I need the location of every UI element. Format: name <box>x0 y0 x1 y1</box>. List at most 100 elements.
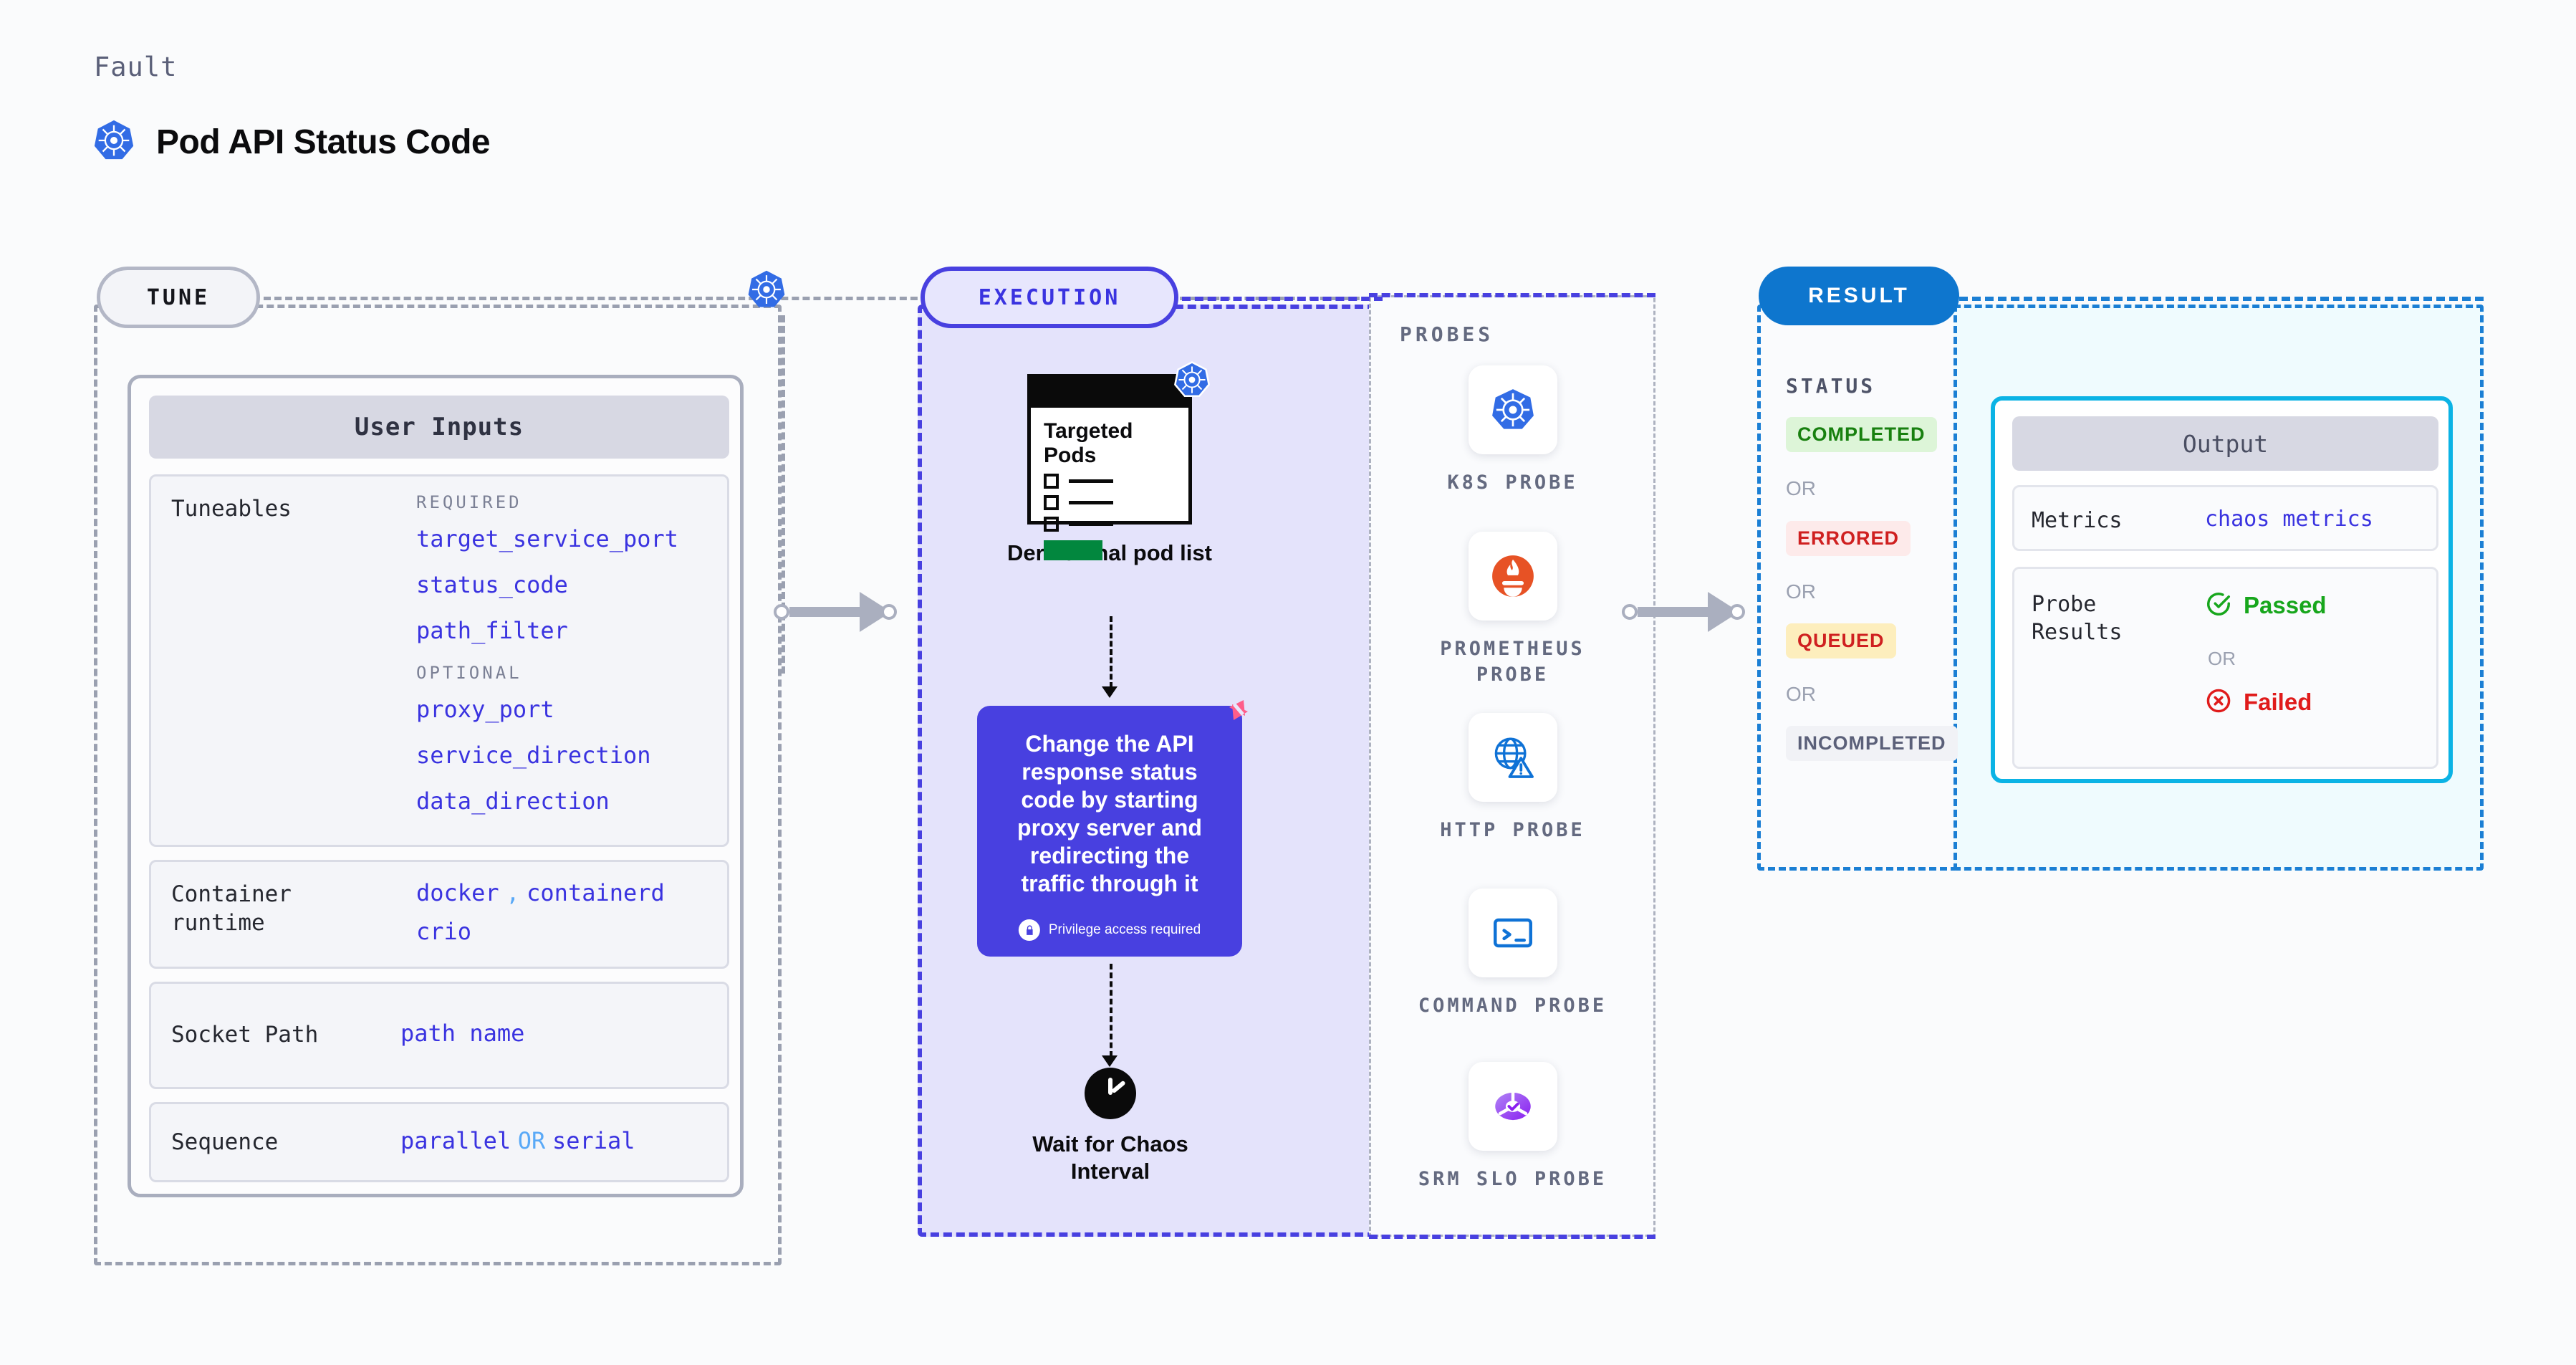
check-circle-icon <box>2205 590 2232 621</box>
user-inputs-title: User Inputs <box>149 396 729 459</box>
connector-execution-to-result <box>1622 592 1772 632</box>
connector-end-dot <box>881 604 897 620</box>
probe-label: K8S PROBE <box>1447 471 1578 494</box>
result-top-dashed-line <box>1959 297 2484 301</box>
probe-item-http[interactable]: HTTP PROBE <box>1418 713 1607 843</box>
clock-icon <box>1085 1068 1136 1119</box>
probes-top-dashed-line <box>1369 293 1655 297</box>
status-section-label: STATUS <box>1786 374 1876 398</box>
targeted-pods-block: Targeted Pods Derive final pod list <box>1007 361 1212 566</box>
probe-item-k8s[interactable]: K8S PROBE <box>1418 365 1607 496</box>
optional-heading: OPTIONAL <box>416 663 522 683</box>
status-or-2: OR <box>1786 580 1816 603</box>
probe-result-passed: Passed <box>2205 590 2327 621</box>
probe-item-prometheus[interactable]: PROMETHEUS PROBE <box>1418 532 1607 687</box>
pod-list-item <box>1044 474 1188 489</box>
connector-end-dot <box>1729 604 1745 620</box>
container-runtime-label: Container runtime <box>171 881 292 936</box>
output-title: Output <box>2012 416 2438 471</box>
probes-section-label: PROBES <box>1400 322 1494 346</box>
result-pill-label: RESULT <box>1759 267 1959 325</box>
srm-slo-icon <box>1468 1062 1557 1151</box>
tuneables-label: Tuneables <box>171 496 292 522</box>
harness-logo-icon <box>1216 693 1258 738</box>
kubernetes-icon <box>1173 360 1211 402</box>
card-title-bar <box>1031 378 1188 408</box>
result-status-panel <box>1757 305 1958 871</box>
pod-status-bar <box>1044 540 1102 561</box>
kubernetes-icon <box>1468 365 1557 454</box>
kubernetes-icon <box>746 269 787 313</box>
flow-arrow-line <box>1110 964 1112 1057</box>
required-heading: REQUIRED <box>416 492 522 512</box>
wait-for-chaos-block: Wait for Chaos Interval <box>1024 1068 1196 1185</box>
status-or-3: OR <box>1786 683 1816 705</box>
sequence-serial[interactable]: serial <box>552 1127 635 1154</box>
output-probe-results-row: Probe Results Passed OR Failed <box>2012 567 2438 769</box>
tune-pill-label: TUNE <box>97 267 260 328</box>
probe-label: HTTP PROBE <box>1440 819 1585 841</box>
tune-top-dashed-line <box>264 297 1381 300</box>
passed-label: Passed <box>2244 592 2327 618</box>
page-title: Pod API Status Code <box>156 123 491 161</box>
tuneable-status-code[interactable]: status_code <box>416 571 568 598</box>
probe-label: PROMETHEUS PROBE <box>1440 638 1585 686</box>
probe-result-failed: Failed <box>2205 687 2312 717</box>
sequence-or: OR <box>517 1127 546 1154</box>
wait-for-chaos-caption: Wait for Chaos Interval <box>1032 1131 1188 1184</box>
tuneables-row: Tuneables REQUIRED target_service_port s… <box>149 474 729 847</box>
action-card: Change the API response status code by s… <box>977 700 1248 957</box>
failed-label: Failed <box>2244 689 2312 715</box>
connector-tune-to-execution <box>774 592 924 632</box>
tuneable-data-direction[interactable]: data_direction <box>416 787 610 815</box>
probe-label: COMMAND PROBE <box>1418 995 1607 1017</box>
socket-path-row: Socket Path path name <box>149 982 729 1089</box>
terminal-icon <box>1468 889 1557 977</box>
status-badge-incompleted: INCOMPLETED <box>1786 726 1958 761</box>
probe-result-or: OR <box>2208 648 2236 669</box>
status-badge-queued: QUEUED <box>1786 623 1896 658</box>
kubernetes-icon <box>92 118 136 166</box>
output-metrics-row: Metrics chaos metrics <box>2012 485 2438 551</box>
action-description: Change the API response status code by s… <box>1017 731 1202 897</box>
pod-list-item <box>1044 517 1188 532</box>
targeted-pods-card: Targeted Pods <box>1027 361 1210 561</box>
tuneable-service-direction[interactable]: service_direction <box>416 742 651 769</box>
x-circle-icon <box>2205 687 2232 717</box>
metrics-value[interactable]: chaos metrics <box>2205 507 2373 532</box>
derive-pod-list-caption: Derive final pod list <box>1007 540 1212 565</box>
probe-item-srm-slo[interactable]: SRM SLO PROBE <box>1418 1062 1607 1192</box>
connector-line <box>1638 607 1709 617</box>
pod-list-item <box>1044 495 1188 511</box>
tuneable-target-service-port[interactable]: target_service_port <box>416 525 679 552</box>
probe-results-label: Probe Results <box>2032 592 2123 645</box>
lock-icon <box>1018 919 1040 941</box>
probe-label: SRM SLO PROBE <box>1418 1168 1607 1190</box>
execution-pill-label: EXECUTION <box>921 267 1178 328</box>
flow-arrow-tip <box>1102 1055 1118 1067</box>
sequence-label: Sequence <box>171 1129 279 1155</box>
runtime-crio[interactable]: crio <box>416 918 472 945</box>
status-badge-completed: COMPLETED <box>1786 417 1937 452</box>
tune-panel <box>94 305 782 1265</box>
http-globe-warning-icon <box>1468 713 1557 802</box>
runtime-docker[interactable]: docker <box>416 879 499 906</box>
socket-path-value[interactable]: path name <box>400 1020 525 1047</box>
user-inputs-card: User Inputs Tuneables REQUIRED target_se… <box>128 375 744 1197</box>
tune-right-dashed-line <box>782 315 785 674</box>
metrics-label: Metrics <box>2032 508 2123 533</box>
sequence-parallel[interactable]: parallel <box>400 1127 511 1154</box>
flow-arrow-tip <box>1102 686 1118 698</box>
container-runtime-row: Container runtime docker , containerd cr… <box>149 860 729 969</box>
tuneable-path-filter[interactable]: path_filter <box>416 617 568 644</box>
output-card: Output Metrics chaos metrics Probe Resul… <box>1991 396 2453 783</box>
probe-item-command[interactable]: COMMAND PROBE <box>1418 889 1607 1019</box>
prometheus-icon <box>1468 532 1557 621</box>
probes-bottom-dashed-line <box>1369 1235 1655 1239</box>
sequence-row: Sequence parallel OR serial <box>149 1102 729 1182</box>
runtime-containerd[interactable]: containerd <box>527 879 665 906</box>
privilege-text: Privilege access required <box>1048 922 1201 937</box>
tuneable-proxy-port[interactable]: proxy_port <box>416 696 554 723</box>
execution-top-dashed-line <box>1182 297 1383 301</box>
targeted-pods-title: Targeted Pods <box>1044 419 1133 467</box>
